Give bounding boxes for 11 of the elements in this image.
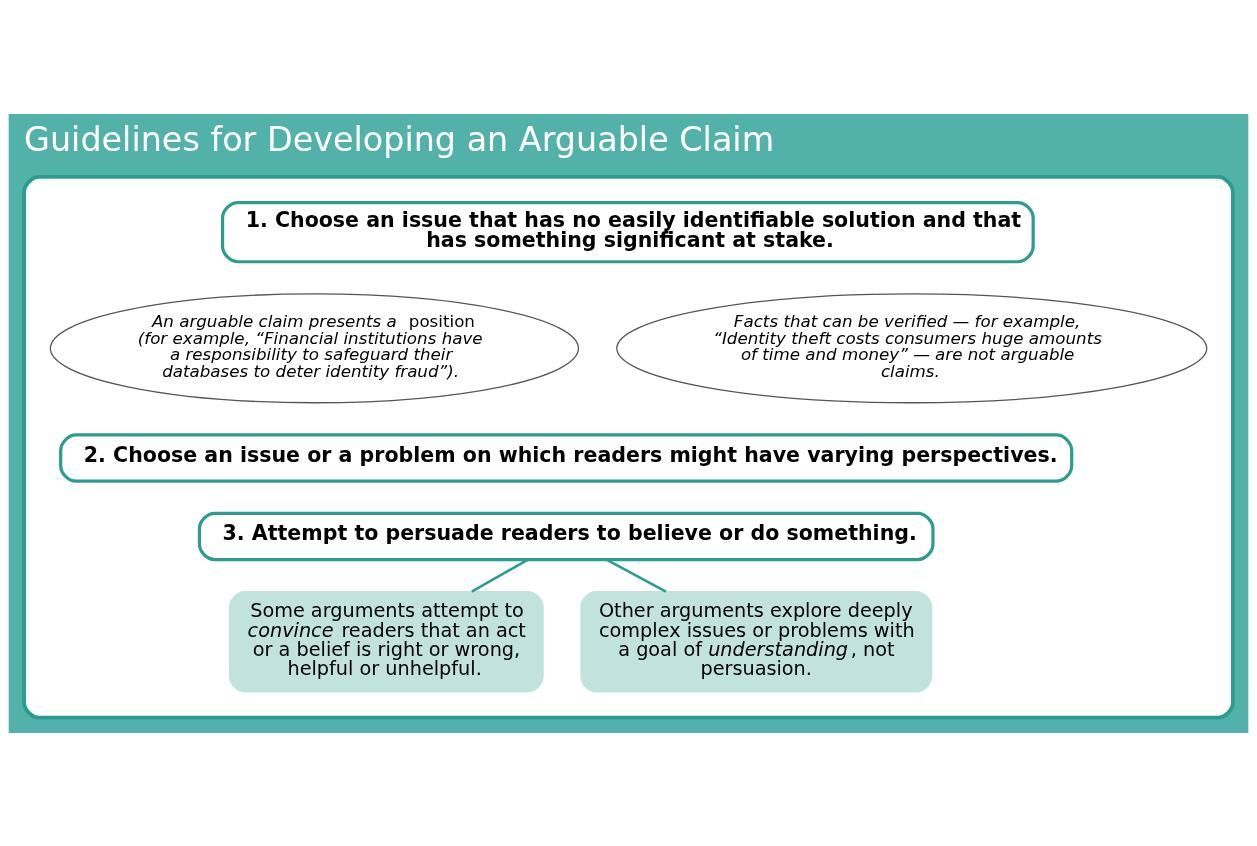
cluster (22, 174, 1235, 719)
node-box: 3. Attempt to persuade readers to believe or do something. (197, 511, 935, 561)
node-box: Some arguments attempt to convince readers that an act or a belief is right or wrong, helpful or unhelpful. (229, 590, 544, 693)
diagram-title: Guidelines for Developing an Arguable Claim (24, 119, 775, 159)
node-box: 2. Choose an issue or a problem on which readers might have varying perspectives. (59, 432, 1074, 483)
node-ellipse: Facts that can be verified — for example, “Identity theft costs consumers huge amounts of time and money” — are not arguable claims. (616, 292, 1208, 403)
node-box: 1. Choose an issue that has no easily identifiable solution and that has something significant at stake. (220, 200, 1035, 263)
connector (471, 558, 529, 593)
connector (606, 558, 667, 593)
node-ellipse: An arguable claim presents a position (for example, “Financial institutions have a responsibility to safeguard their databases to deter identity fraud”). (49, 292, 580, 403)
node-box: Other arguments explore deeply complex issues or problems with a goal of understanding, not persuasion. (580, 590, 933, 693)
